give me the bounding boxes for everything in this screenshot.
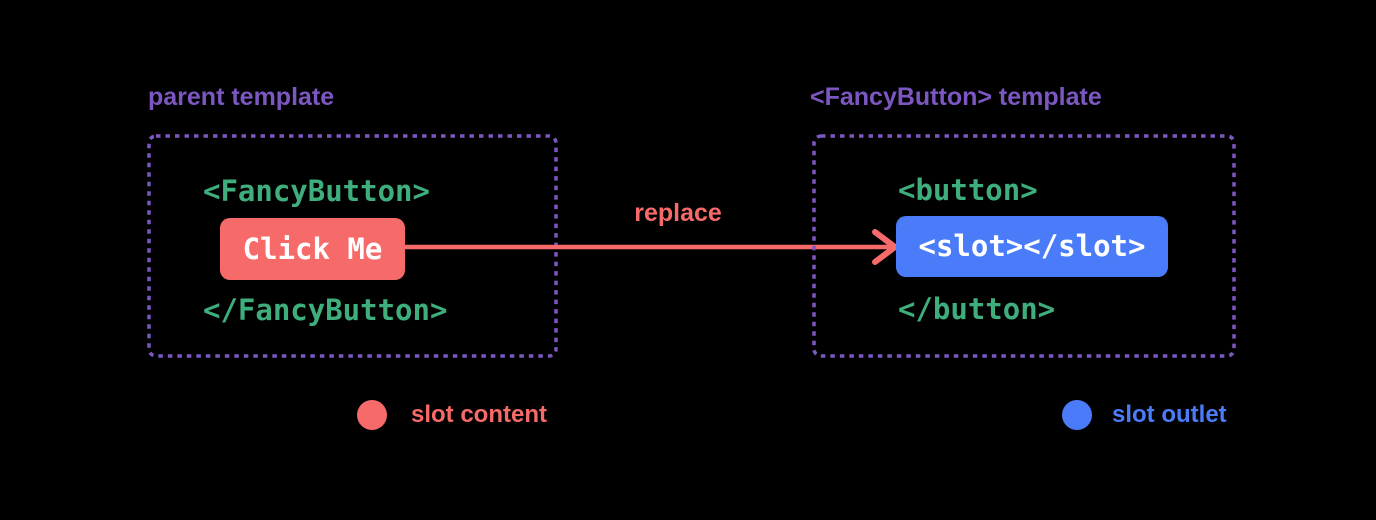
fancybutton-template-box xyxy=(812,134,1236,358)
fancybutton-close-tag: </FancyButton> xyxy=(203,293,448,327)
button-open-tag: <button> xyxy=(898,173,1038,207)
fancybutton-open-tag: <FancyButton> xyxy=(203,174,430,208)
parent-template-title: parent template xyxy=(148,83,335,111)
fancybutton-template-title: <FancyButton> template xyxy=(810,83,1102,111)
slot-outlet-dot-icon xyxy=(1062,400,1092,430)
slot-outlet-label: slot outlet xyxy=(1112,401,1227,428)
replace-arrow-icon xyxy=(403,229,898,265)
slot-content-dot-icon xyxy=(357,400,387,430)
button-close-tag: </button> xyxy=(898,292,1056,326)
slot-content-label: slot content xyxy=(411,401,547,428)
click-me-button: Click Me xyxy=(220,218,405,280)
slot-outlet-box: <slot></slot> xyxy=(896,216,1168,277)
click-me-label: Click Me xyxy=(242,231,383,266)
replace-label: replace xyxy=(634,199,722,227)
slot-tag-label: <slot></slot> xyxy=(918,229,1146,263)
